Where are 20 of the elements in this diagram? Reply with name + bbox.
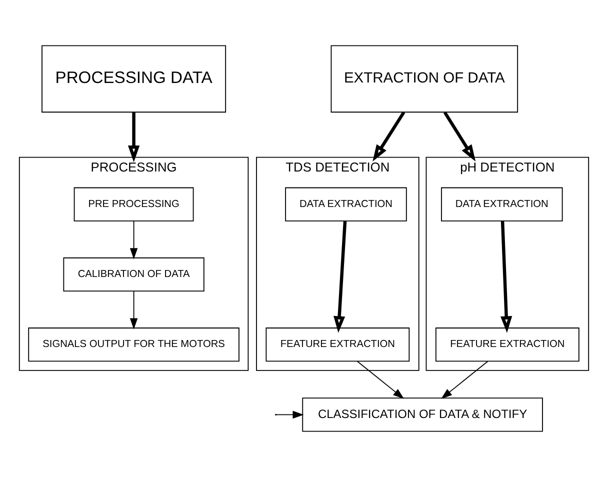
node-box: SIGNALS OUTPUT FOR THE MOTORS <box>28 328 240 362</box>
arrow <box>443 111 476 162</box>
arrow <box>130 290 138 330</box>
arrow <box>372 111 406 162</box>
arrow <box>128 112 140 162</box>
node-box: FEATURE EXTRACTION <box>266 328 410 362</box>
node-box: PROCESSING DATA <box>42 45 226 113</box>
node-box: FEATURE EXTRACTION <box>435 328 580 362</box>
arrow <box>441 360 488 399</box>
node-box: EXTRACTION OF DATA <box>330 45 518 113</box>
arrow <box>334 221 347 333</box>
arrow <box>276 410 304 419</box>
node-box: PRE PROCESSING <box>74 187 194 222</box>
node-box: CALIBRATION OF DATA <box>63 257 204 292</box>
node-box: CLASSIFICATION OF DATA & NOTIFY <box>302 398 543 432</box>
node-box: DATA EXTRACTION <box>441 187 563 222</box>
arrow <box>500 221 512 333</box>
arrow <box>130 220 138 260</box>
arrow <box>356 360 404 399</box>
node-box: DATA EXTRACTION <box>285 187 407 222</box>
